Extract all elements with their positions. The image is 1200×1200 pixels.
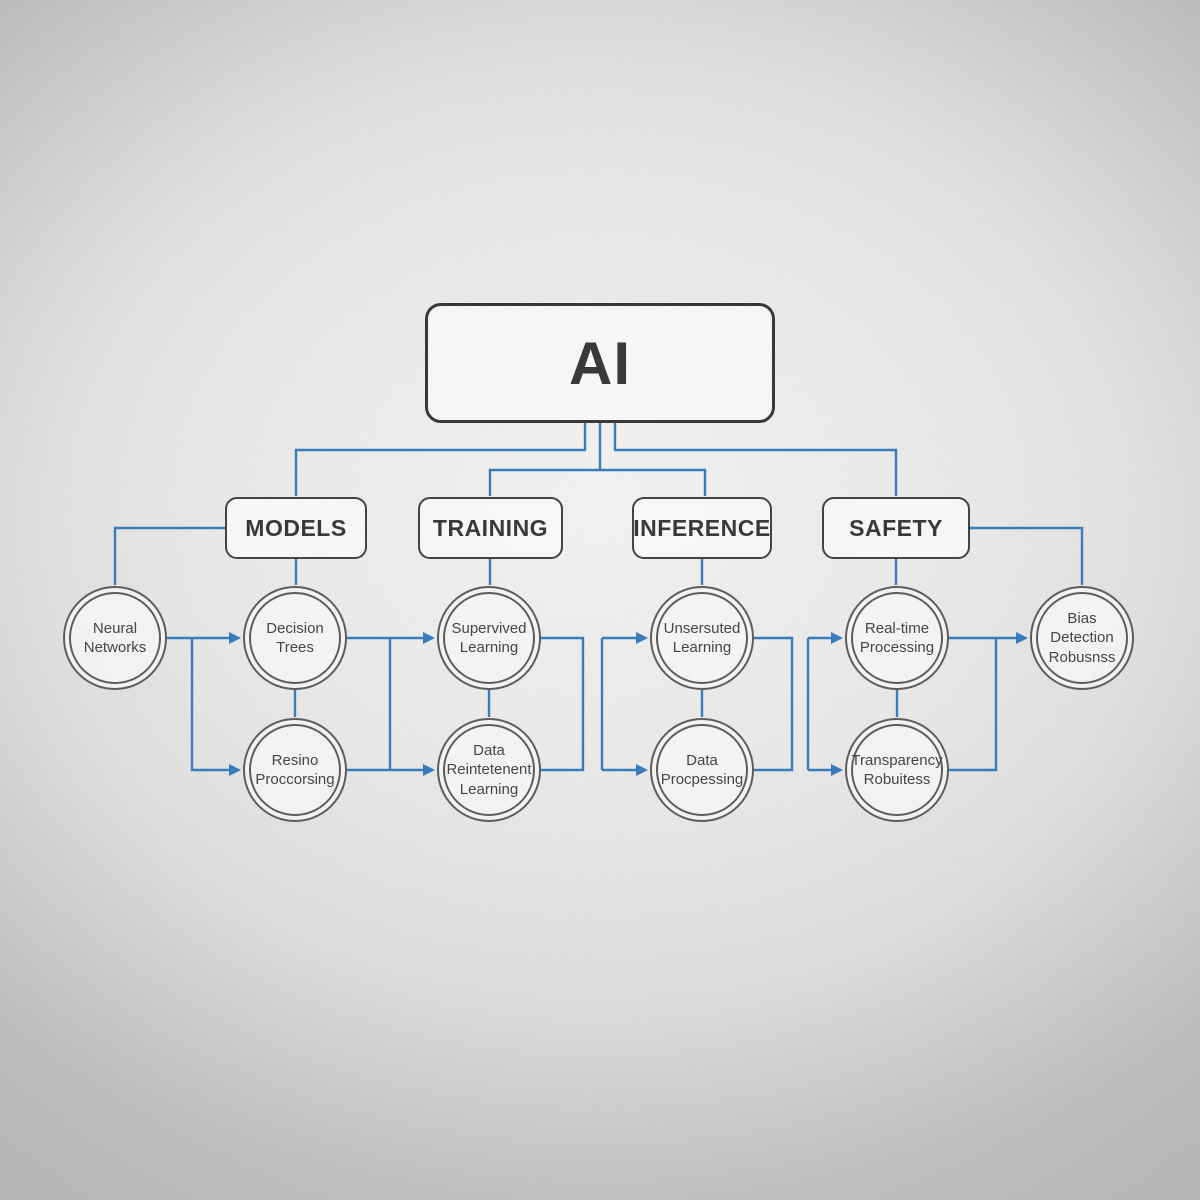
circle-node-data-processing: Data Procpessing xyxy=(650,718,754,822)
circle-label: Resino Proccorsing xyxy=(255,751,335,788)
circle-node-data-reinforcement-learning: Data Reintetenent Learning xyxy=(437,718,541,822)
circle-node-unsupervised-learning: Unsersuted Learning xyxy=(650,586,754,690)
category-node-safety: SAFETY xyxy=(822,497,970,559)
root-node-ai: AI xyxy=(425,303,775,423)
circle-node-real-time-processing: Real-time Processing xyxy=(845,586,949,690)
circle-label: Unsersuted Learning xyxy=(663,619,741,656)
root-node-label: AI xyxy=(569,329,631,397)
circle-label: Real-time Processing xyxy=(859,619,935,656)
category-node-models: MODELS xyxy=(225,497,367,559)
circle-node-neural-networks: Neural Networks xyxy=(63,586,167,690)
circle-label: Data Procpessing xyxy=(660,751,744,788)
circle-label: Bias Detection Robusnss xyxy=(1048,610,1116,666)
circle-node-supervised-learning: Supervived Learning xyxy=(437,586,541,690)
category-node-inference: INFERENCE xyxy=(632,497,772,559)
circle-label: Decision Trees xyxy=(266,619,324,656)
circle-label: Transparency Robuitess xyxy=(851,751,943,788)
category-label: SAFETY xyxy=(849,514,943,541)
circle-node-transparency-robustness: Transparency Robuitess xyxy=(845,718,949,822)
category-label: MODELS xyxy=(245,514,347,541)
circle-label: Neural Networks xyxy=(83,619,147,656)
circle-node-resino-processing: Resino Proccorsing xyxy=(243,718,347,822)
category-node-training: TRAINING xyxy=(418,497,563,559)
circle-label: Data Reintetenent Learning xyxy=(446,742,532,798)
circle-node-bias-detection-robustness: Bias Detection Robusnss xyxy=(1030,586,1134,690)
circle-node-decision-trees: Decision Trees xyxy=(243,586,347,690)
category-label: TRAINING xyxy=(432,514,549,541)
category-label: INFERENCE xyxy=(633,514,771,541)
circle-label: Supervived Learning xyxy=(451,619,527,656)
